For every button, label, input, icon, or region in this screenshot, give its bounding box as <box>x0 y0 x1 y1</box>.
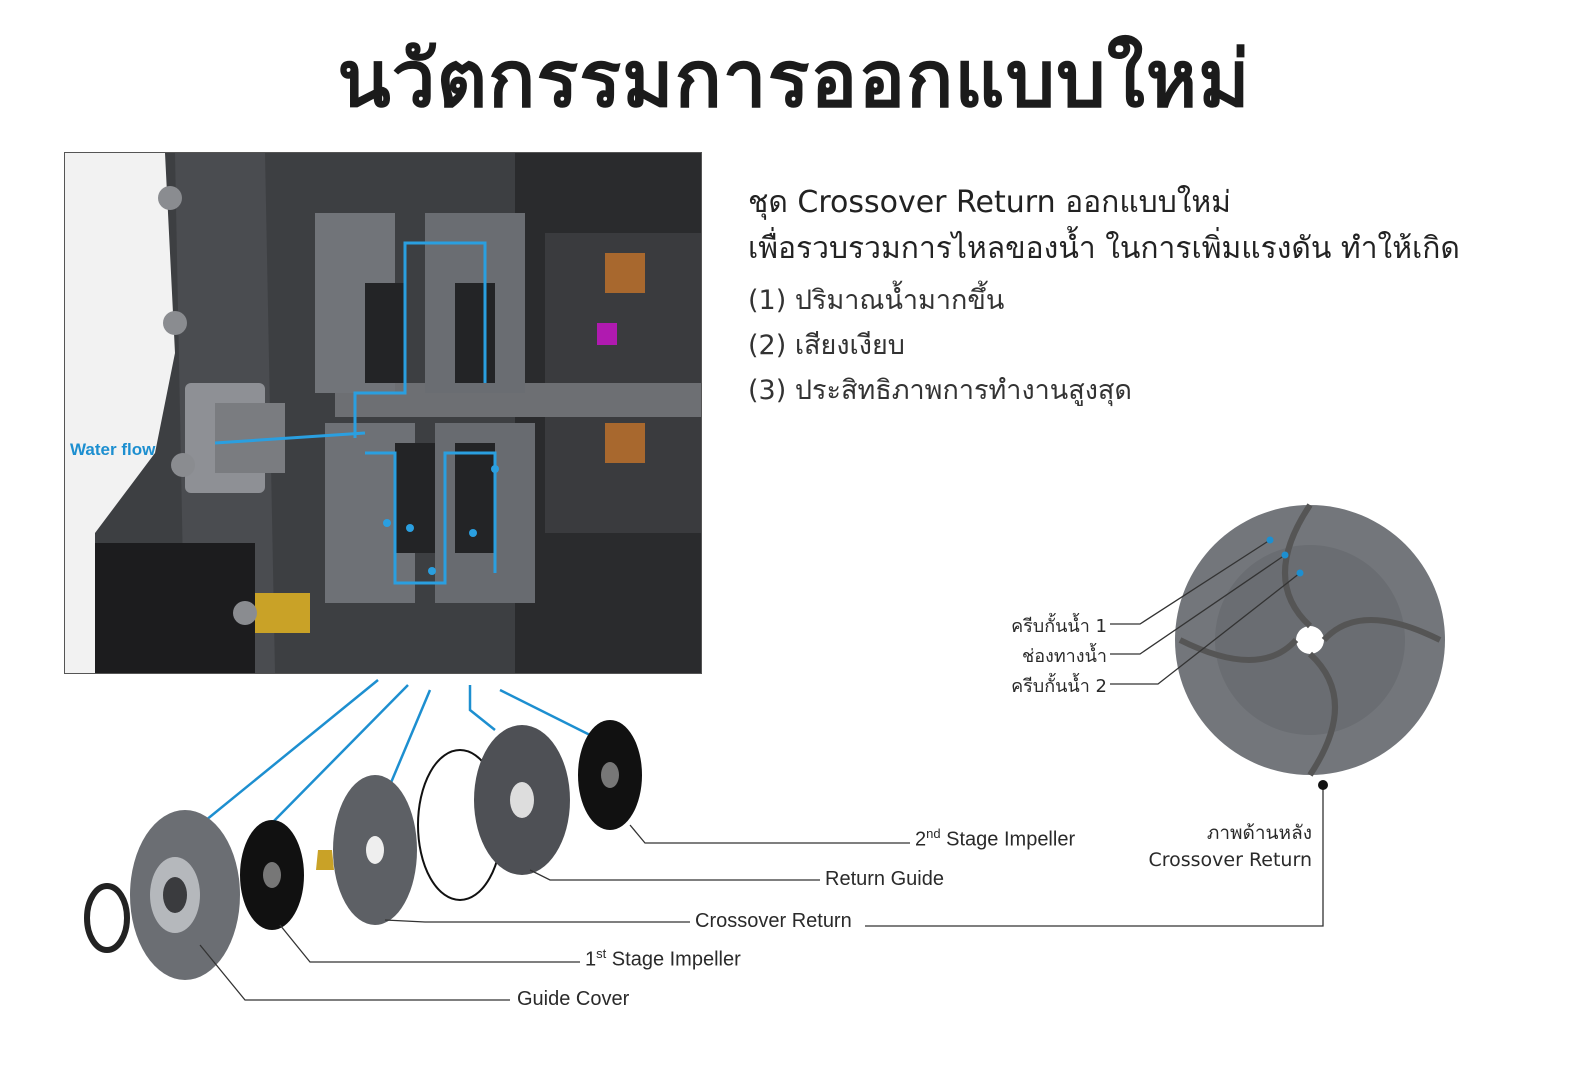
guide-cover-part <box>84 810 240 980</box>
benefit-list: (1) ปริมาณน้ำมากขึ้น (2) เสียงเงียบ (3) … <box>748 278 1460 413</box>
water-channel-label: ช่องทางน้ำ <box>1022 646 1107 667</box>
stage1-impeller-part <box>240 820 334 930</box>
benefit-item: (2) เสียงเงียบ <box>748 330 905 361</box>
rear-view-caption-line1: ภาพด้านหลัง <box>1206 822 1312 844</box>
description-line-2: เพื่อรวบรวมการไหลของน้ำ ในการเพิ่มแรงดัน… <box>748 231 1460 266</box>
guide-cover-label: Guide Cover <box>517 988 630 1010</box>
rib2-label: ครีบกั้นน้ำ 2 <box>1011 676 1107 697</box>
stage2-impeller-label: 2nd Stage Impeller <box>915 826 1076 851</box>
rear-view-caption-line2: Crossover Return <box>1148 849 1312 871</box>
crossover-return-label: Crossover Return <box>695 910 852 932</box>
stage1-impeller-label: 1st Stage Impeller <box>585 946 741 971</box>
rear-view-crossover-part <box>1175 503 1445 777</box>
description-line-1: ชุด Crossover Return ออกแบบใหม่ <box>748 185 1231 220</box>
stage2-impeller-part <box>578 720 642 830</box>
return-guide-label: Return Guide <box>825 868 944 890</box>
crossover-return-part <box>333 775 417 925</box>
benefit-item: (1) ปริมาณน้ำมากขึ้น <box>748 285 1005 316</box>
rear-view-caption: ภาพด้านหลัง Crossover Return <box>1130 820 1312 874</box>
benefit-item: (3) ประสิทธิภาพการทำงานสูงสุด <box>748 375 1132 406</box>
description-block: ชุด Crossover Return ออกแบบใหม่ เพื่อรวบ… <box>748 180 1460 413</box>
water-flow-label: Water flow <box>70 440 156 459</box>
return-guide-part <box>417 725 570 901</box>
rib1-label: ครีบกั้นน้ำ 1 <box>1011 616 1107 637</box>
pump-cutaway-image <box>64 152 702 674</box>
page-title: นวัตกรรมการออกแบบใหม่ <box>337 35 1251 125</box>
